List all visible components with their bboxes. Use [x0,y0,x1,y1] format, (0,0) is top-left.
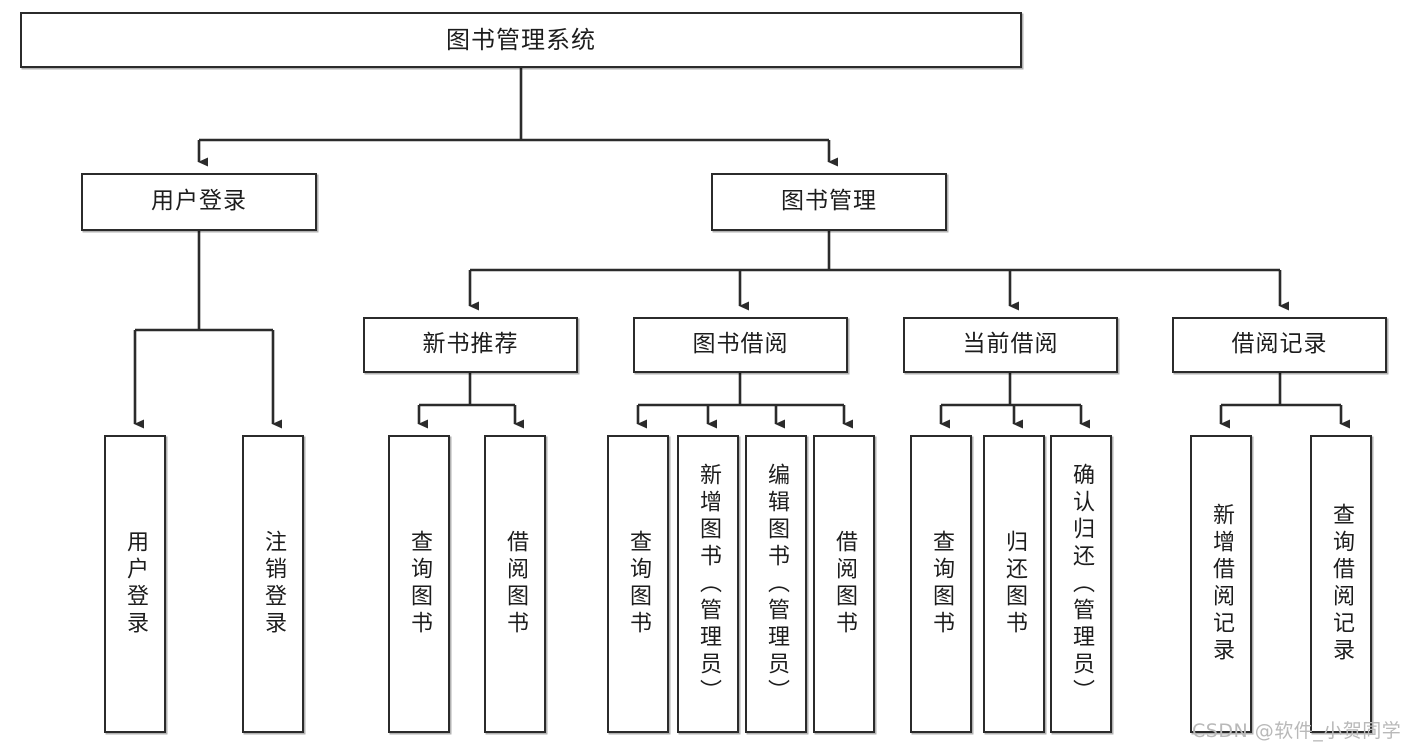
node-leaf-logout[interactable]: 注销登录 [242,435,304,733]
node-leaf-return-book-label: 归还图书 [1002,530,1027,638]
node-book-management-label: 图书管理 [781,188,877,215]
node-leaf-query-book-borrow[interactable]: 查询图书 [607,435,669,733]
node-root-label: 图书管理系统 [446,25,596,54]
node-current-borrow[interactable]: 当前借阅 [903,317,1118,373]
node-leaf-query-borrow-record-label: 查询借阅记录 [1329,503,1354,665]
node-new-book-recommend-label: 新书推荐 [422,331,519,358]
node-leaf-user-login-label: 用户登录 [123,530,148,638]
node-leaf-return-book[interactable]: 归还图书 [983,435,1045,733]
node-leaf-borrow-book-label: 借阅图书 [832,530,857,638]
node-leaf-borrow-book-recommend-label: 借阅图书 [503,530,528,638]
node-book-management[interactable]: 图书管理 [711,173,947,231]
node-leaf-query-book-current[interactable]: 查询图书 [910,435,972,733]
node-leaf-logout-label: 注销登录 [261,530,286,638]
node-leaf-confirm-return-admin-label: 确认归还（管理员） [1069,462,1094,706]
node-leaf-add-borrow-record-label: 新增借阅记录 [1209,503,1234,665]
node-leaf-add-borrow-record[interactable]: 新增借阅记录 [1190,435,1252,733]
node-leaf-borrow-book-recommend[interactable]: 借阅图书 [484,435,546,733]
node-leaf-add-book-admin[interactable]: 新增图书（管理员） [677,435,739,733]
node-leaf-edit-book-admin[interactable]: 编辑图书（管理员） [745,435,807,733]
node-user-login-label: 用户登录 [151,188,247,215]
node-root[interactable]: 图书管理系统 [20,12,1022,68]
node-leaf-query-book-recommend-label: 查询图书 [407,530,432,638]
node-borrow-record[interactable]: 借阅记录 [1172,317,1387,373]
node-book-borrow-label: 图书借阅 [692,331,789,358]
node-borrow-record-label: 借阅记录 [1231,331,1328,358]
node-user-login[interactable]: 用户登录 [81,173,317,231]
node-book-borrow[interactable]: 图书借阅 [633,317,848,373]
node-leaf-user-login[interactable]: 用户登录 [104,435,166,733]
node-leaf-query-book-recommend[interactable]: 查询图书 [388,435,450,733]
node-leaf-confirm-return-admin[interactable]: 确认归还（管理员） [1050,435,1112,733]
node-current-borrow-label: 当前借阅 [962,331,1059,358]
node-leaf-query-book-current-label: 查询图书 [929,530,954,638]
node-leaf-query-borrow-record[interactable]: 查询借阅记录 [1310,435,1372,733]
csdn-watermark: CSDN @软件_小贺同学 [1192,720,1402,742]
node-leaf-borrow-book[interactable]: 借阅图书 [813,435,875,733]
node-leaf-edit-book-admin-label: 编辑图书（管理员） [764,462,789,706]
node-leaf-add-book-admin-label: 新增图书（管理员） [696,462,721,706]
node-new-book-recommend[interactable]: 新书推荐 [363,317,578,373]
node-leaf-query-book-borrow-label: 查询图书 [626,530,651,638]
